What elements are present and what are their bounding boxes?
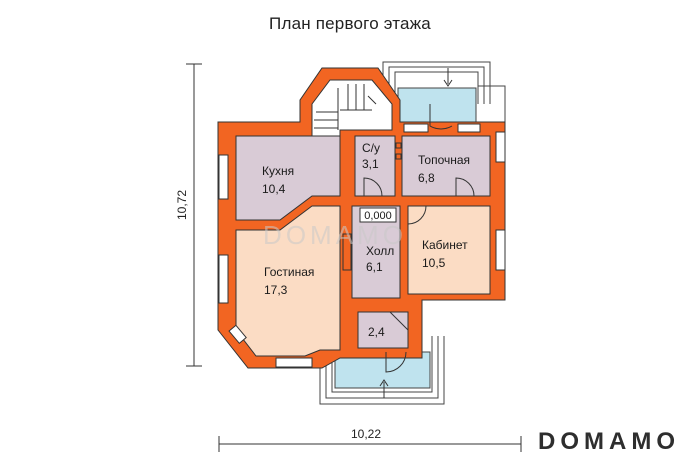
bath-area: 3,1 [362,157,379,171]
kitchen-name: Кухня [262,164,294,178]
boiler-name: Топочная [418,153,470,167]
boiler-area: 6,8 [418,171,435,185]
windows [218,123,506,368]
room-vestibule [357,311,409,349]
room-kitchen [235,135,341,221]
kitchen-area: 10,4 [262,182,286,196]
width-dimension-label: 10,22 [351,427,381,441]
room-boiler [401,135,491,197]
plan-title: План первого этажа [269,14,431,33]
doors [363,104,475,373]
hall-name: Холл [366,244,394,258]
room-living [235,205,341,357]
bottom-porch-lines [319,336,445,405]
office-name: Кабинет [422,238,468,252]
living-name: Гостиная [264,265,314,279]
wall-pillar [342,233,352,271]
hall-area: 6,1 [366,260,383,274]
height-dimension-label: 10,72 [175,190,189,220]
top-porch [397,87,477,123]
living-area: 17,3 [264,283,288,297]
bath-name: С/у [362,141,380,155]
watermark: DOMAMO [263,220,407,250]
brand-logo: DOMAMO [538,428,680,455]
office-area: 10,5 [422,256,446,270]
vestibule-area: 2,4 [368,325,385,339]
level-mark: 0,000 [364,210,392,222]
level-mark-box [359,207,397,223]
room-bath [354,135,396,197]
dimension-lines [186,63,522,452]
room-office [407,205,491,295]
